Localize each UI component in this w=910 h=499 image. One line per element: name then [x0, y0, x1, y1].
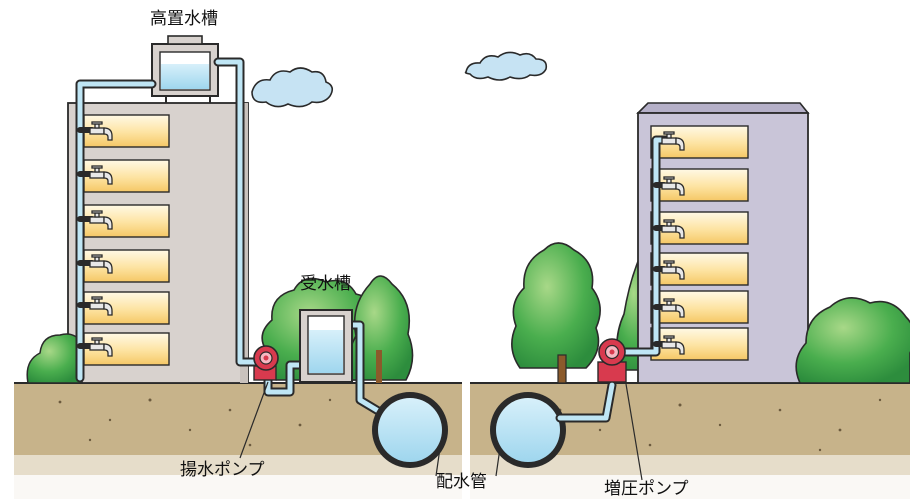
right-bush	[795, 297, 910, 384]
label-leader-lines	[239, 381, 643, 481]
distribution-main-right	[490, 392, 566, 468]
label-elevated-tank: 高置水槽	[150, 9, 218, 29]
receiving-tank	[299, 309, 353, 383]
cloud-right	[464, 51, 548, 81]
elevated-tank	[151, 35, 219, 103]
faucet-icons-right	[661, 131, 685, 355]
lifting-pump-icon	[253, 345, 279, 381]
label-receiving-tank: 受水槽	[300, 274, 351, 294]
label-lifting-pump: 揚水ポンプ	[180, 460, 265, 480]
faucet-icons-left	[89, 121, 113, 357]
label-distribution-main: 配水管	[436, 472, 487, 492]
right-tree	[511, 242, 601, 384]
left-pipes	[75, 57, 385, 417]
distribution-main-left	[372, 392, 448, 468]
left-bush	[26, 333, 83, 384]
label-booster-pump: 増圧ポンプ	[604, 479, 689, 499]
cloud-left	[251, 67, 334, 108]
booster-pump-icon	[597, 338, 627, 383]
